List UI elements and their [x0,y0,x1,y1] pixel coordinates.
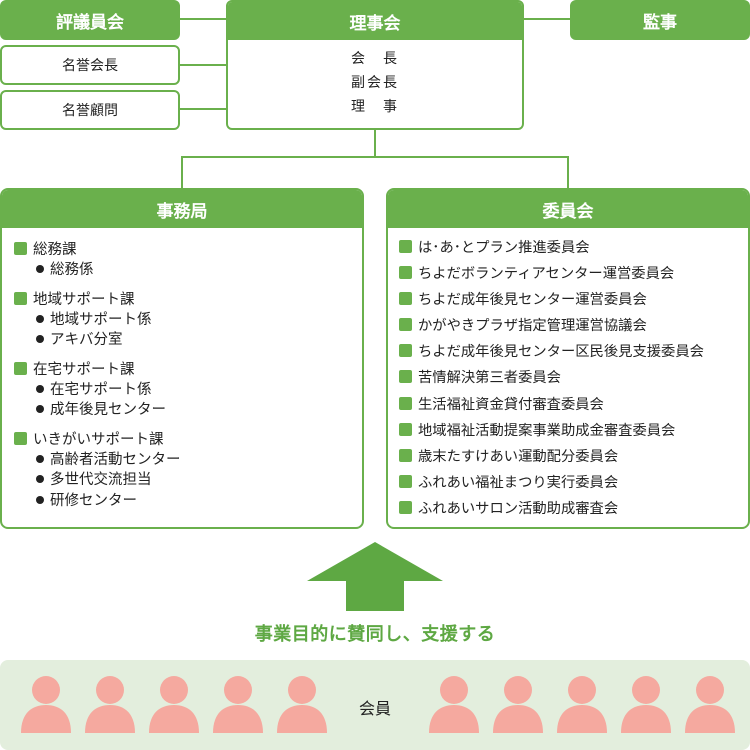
members-label: 会員 [358,699,391,718]
square-bullet-icon [399,474,412,488]
person-icon [85,676,135,733]
unit-name: アキバ分室 [50,332,123,348]
person-icon [21,676,71,733]
department-name: いきがいサポート課 [33,431,164,448]
committee-name: 地域福祉活動提案事業助成金審査委員会 [418,422,676,439]
committee-item: 歳末たすけあい運動配分委員会 [399,444,748,470]
board-member: 会 長 [351,51,399,67]
person-icon [557,676,607,733]
unit-name: 総務係 [50,262,94,278]
department: いきがいサポート課 高齢者活動センター 多世代交流担当 研修センター [14,430,362,512]
support-text: 事業目的に賛同し、支援する [254,624,496,645]
committee-name: ちよだ成年後見センター区民後見支援委員会 [418,344,704,361]
committee-item: ふれあいサロン活動助成審査会 [399,496,748,522]
dot-bullet-icon [36,335,44,343]
connector-board-down [374,128,376,158]
committee-name: かがやきプラザ指定管理運営協議会 [418,318,647,335]
square-bullet-icon [399,370,412,384]
square-bullet-icon [399,344,412,358]
square-bullet-icon [399,448,412,462]
board-title: 理事会 [228,2,522,40]
dot-bullet-icon [36,475,44,483]
committee-name: 歳末たすけあい運動配分委員会 [418,448,619,465]
connector-council-board [180,18,228,20]
unit-name: 多世代交流担当 [50,472,152,488]
dot-bullet-icon [36,265,44,273]
committees-title: 委員会 [388,190,748,228]
honorary-advisor-box: 名誉顧問 [0,90,180,130]
committee-name: は･あ･とプラン推進委員会 [418,240,590,256]
connector-board-auditor [524,18,572,20]
square-bullet-icon [399,266,412,280]
committee-item: 苦情解決第三者委員会 [399,365,748,391]
honorary-chair-box: 名誉会長 [0,45,180,85]
connector-horizontal [181,156,569,158]
unit-name: 在宅サポート係 [50,381,152,398]
department-name: 在宅サポート課 [33,361,135,378]
connector-committees [567,156,569,190]
unit-name: 地域サポート係 [50,311,152,328]
committee-name: ちよだボランティアセンター運営委員会 [418,266,675,283]
committee-item: ちよだ成年後見センター運営委員会 [399,287,748,313]
person-icon [621,676,671,733]
connector-honorary-chair [180,64,228,66]
members-band [0,660,750,750]
committee-item: かがやきプラザ指定管理運営協議会 [399,313,748,339]
committee-item: 生活福祉資金貸付審査委員会 [399,392,748,418]
square-bullet-icon [399,396,412,410]
auditor-box: 監事 [570,0,750,40]
square-bullet-icon [399,422,412,436]
up-arrow-icon [307,542,443,611]
square-bullet-icon [399,292,412,306]
square-bullet-icon [14,242,27,255]
person-icon [277,676,327,733]
connector-secretariat [181,156,183,190]
board-member: 副会長 [351,75,399,91]
department: 地域サポート課 地域サポート係 アキバ分室 [14,290,362,351]
dot-bullet-icon [36,495,44,504]
committee-name: ふれあい福祉まつり実行委員会 [418,474,619,491]
committee-item: ふれあい福祉まつり実行委員会 [399,470,748,496]
unit-name: 高齢者活動センター [50,451,181,468]
dot-bullet-icon [36,454,44,463]
person-icon [685,676,735,733]
secretariat-title: 事務局 [2,190,362,228]
board-member: 理 事 [351,99,399,115]
square-bullet-icon [14,291,27,305]
secretariat-panel: 事務局 総務課 総務係 地域サポート課 地域サポート係 アキバ分室 在宅サポート… [0,188,364,529]
square-bullet-icon [14,431,27,445]
department: 総務課 総務係 [14,240,362,281]
person-icon [213,676,263,733]
committee-item: ちよだ成年後見センター区民後見支援委員会 [399,339,748,365]
connector-honorary-advisor [180,108,228,110]
unit-name: 成年後見センター [50,402,166,418]
committee-name: ちよだ成年後見センター運営委員会 [418,292,647,309]
council-box: 評議員会 [0,0,180,40]
department-name: 地域サポート課 [33,291,135,308]
committee-name: ふれあいサロン活動助成審査会 [418,500,619,517]
committee-item: 地域福祉活動提案事業助成金審査委員会 [399,418,748,444]
board-box: 理事会 会 長 副会長 理 事 [226,0,524,130]
committee-name: 苦情解決第三者委員会 [418,370,561,387]
unit-name: 研修センター [50,492,137,509]
person-icon [429,676,479,733]
department-name: 総務課 [33,242,77,258]
square-bullet-icon [399,500,412,514]
person-icon [149,676,199,733]
committee-item: は･あ･とプラン推進委員会 [399,235,748,261]
committee-item: ちよだボランティアセンター運営委員会 [399,261,748,287]
committees-panel: 委員会 は･あ･とプラン推進委員会 ちよだボランティアセンター運営委員会 ちよだ… [386,188,750,529]
dot-bullet-icon [36,405,44,413]
dot-bullet-icon [36,384,44,393]
square-bullet-icon [399,240,412,253]
dot-bullet-icon [36,314,44,323]
square-bullet-icon [399,318,412,332]
person-icon [493,676,543,733]
department: 在宅サポート課 在宅サポート係 成年後見センター [14,360,362,421]
committee-name: 生活福祉資金貸付審査委員会 [418,396,604,413]
square-bullet-icon [14,361,27,375]
